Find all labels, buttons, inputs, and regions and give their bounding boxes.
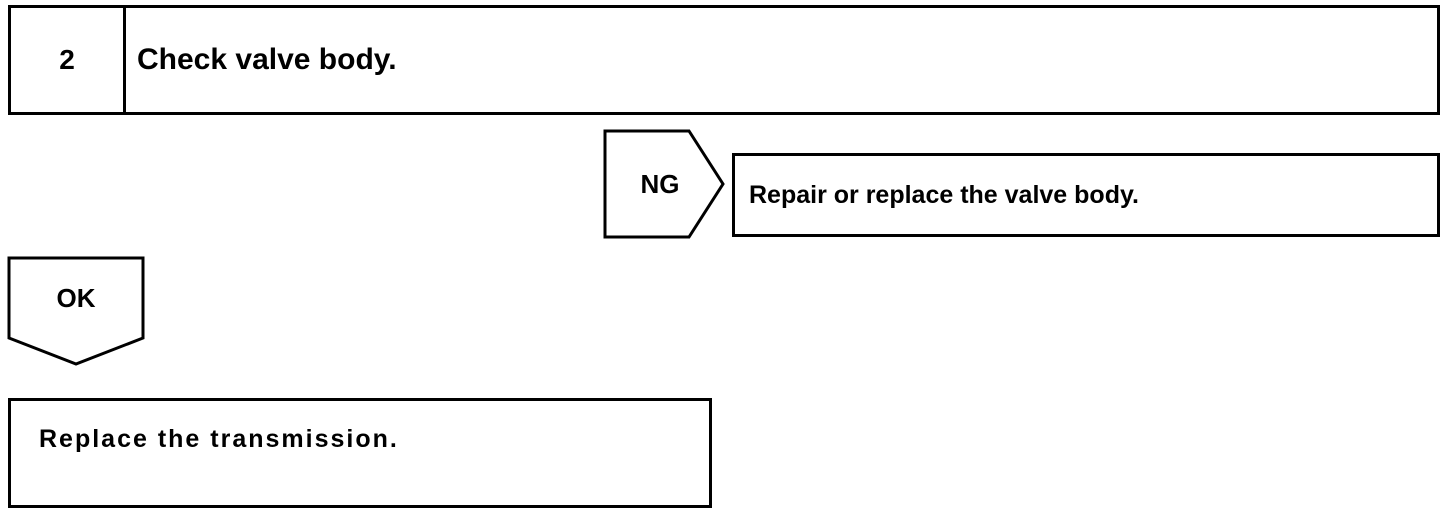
ok-arrow-shape — [7, 256, 145, 366]
step-number: 2 — [59, 44, 75, 75]
ok-label: OK — [56, 282, 96, 313]
step-box: 2 Check valve body. — [8, 5, 1440, 115]
ng-label: NG — [640, 168, 680, 199]
ng-arrow-shape — [603, 129, 725, 239]
ng-action-box: Repair or replace the valve body. — [732, 153, 1440, 237]
ok-action-text: Replace the transmission. — [39, 425, 399, 453]
ok-action-box: Replace the transmission. — [8, 398, 712, 508]
step-title: Check valve body. — [137, 43, 397, 76]
ng-action-text: Repair or replace the valve body. — [749, 180, 1139, 209]
step-divider — [123, 8, 126, 112]
